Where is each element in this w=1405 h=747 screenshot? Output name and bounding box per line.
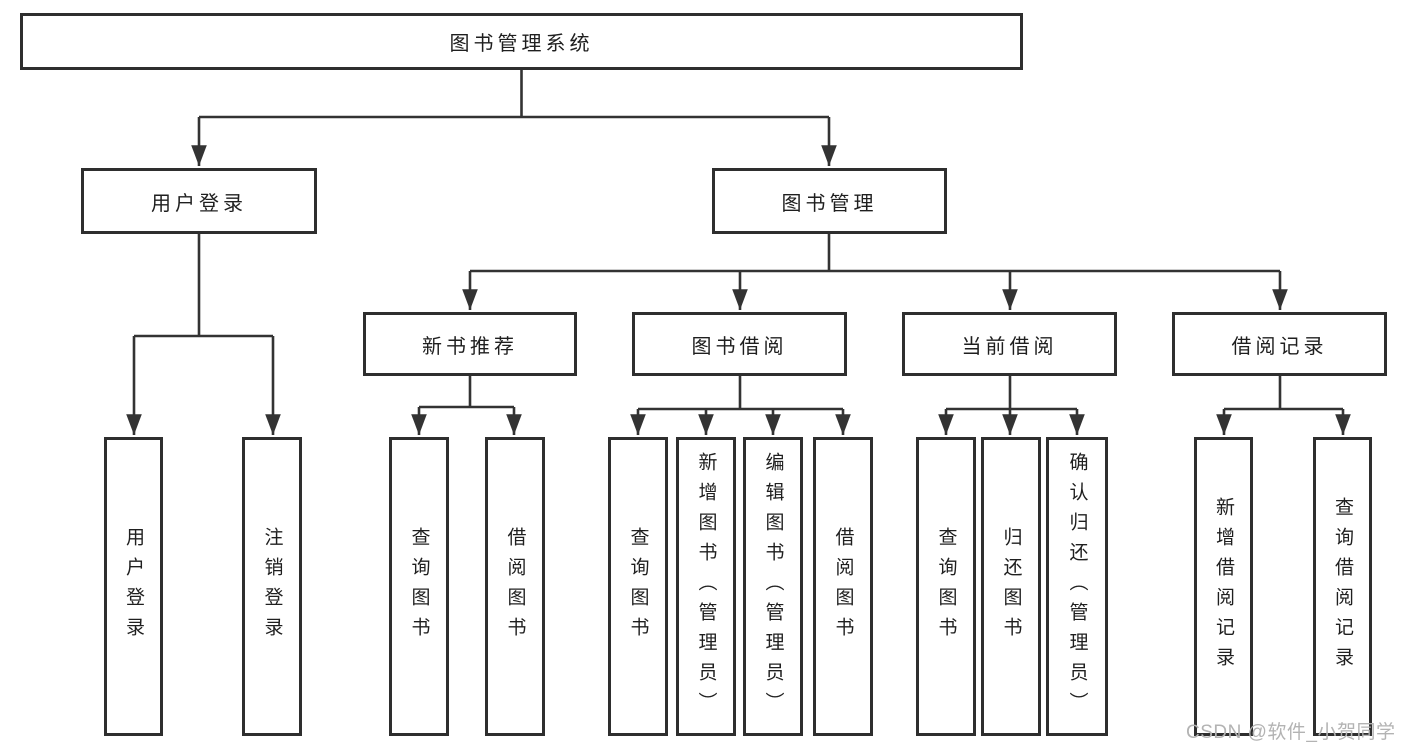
leaf-confirm-return-admin: 确认归还（管理员）: [1046, 437, 1108, 736]
node-user-login: 用户登录: [81, 168, 317, 234]
node-book-mgmt: 图书管理: [712, 168, 947, 234]
csdn-watermark: CSDN @软件_小贺同学: [1186, 722, 1396, 743]
node-root-label: 图书管理系统: [449, 33, 594, 55]
leaf-query-book-newbook: 查询图书: [389, 437, 449, 736]
node-new-book-recommend-label: 新书推荐: [422, 335, 518, 358]
leaf-query-borrow-record: 查询借阅记录: [1313, 437, 1372, 736]
node-new-book-recommend: 新书推荐: [363, 312, 577, 376]
node-book-borrow: 图书借阅: [632, 312, 847, 376]
leaf-borrow-book-borrow: 借阅图书: [813, 437, 873, 736]
node-book-borrow-label: 图书借阅: [691, 335, 788, 358]
leaf-edit-book-admin: 编辑图书（管理员）: [743, 437, 803, 736]
node-borrow-record-label: 借阅记录: [1231, 335, 1328, 358]
leaf-logout: 注销登录: [242, 437, 302, 736]
leaf-borrow-book-newbook: 借阅图书: [485, 437, 545, 736]
node-book-mgmt-label: 图书管理: [781, 192, 878, 215]
leaf-user-login: 用户登录: [104, 437, 163, 736]
leaf-query-book-borrow: 查询图书: [608, 437, 668, 736]
leaf-add-book-admin: 新增图书（管理员）: [676, 437, 736, 736]
node-root: 图书管理系统: [20, 13, 1023, 70]
node-current-borrow-label: 当前借阅: [961, 335, 1058, 358]
node-user-login-label: 用户登录: [151, 192, 247, 215]
leaf-add-borrow-record: 新增借阅记录: [1194, 437, 1253, 736]
node-borrow-record: 借阅记录: [1172, 312, 1387, 376]
leaf-return-book: 归还图书: [981, 437, 1041, 736]
node-current-borrow: 当前借阅: [902, 312, 1117, 376]
leaf-query-book-current: 查询图书: [916, 437, 976, 736]
